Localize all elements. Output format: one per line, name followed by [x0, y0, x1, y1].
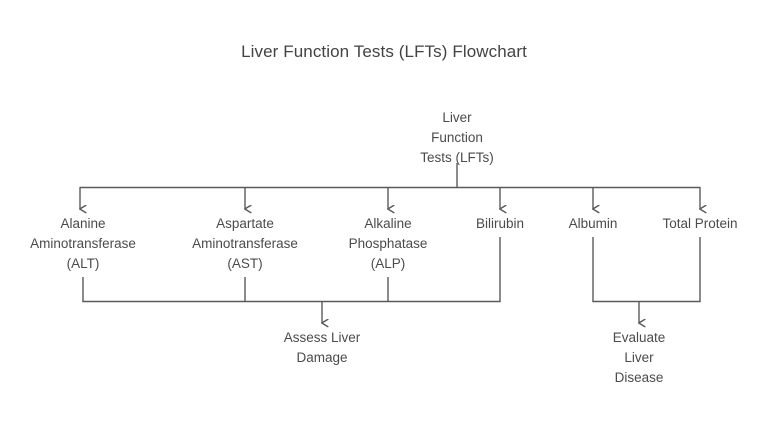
node-line: Phosphatase	[348, 236, 428, 251]
node-assess-liver-damage[interactable]: Assess Liver Damage	[242, 328, 402, 368]
node-line: Alkaline	[364, 216, 412, 231]
node-line: (ALP)	[370, 256, 406, 271]
node-alkaline-phosphatase[interactable]: Alkaline Phosphatase (ALP)	[318, 214, 458, 274]
node-liver-function-tests[interactable]: Liver Function Tests (LFTs)	[377, 108, 537, 168]
node-alanine-aminotransferase[interactable]: Alanine Aminotransferase (ALT)	[3, 214, 163, 274]
node-line: Function	[431, 130, 483, 145]
node-line: Alanine	[60, 216, 106, 231]
node-line: Aspartate	[216, 216, 274, 231]
node-line: Total Protein	[662, 216, 738, 231]
node-line: Evaluate	[612, 330, 666, 345]
node-line: (AST)	[227, 256, 263, 271]
node-line: Liver	[624, 350, 654, 365]
node-evaluate-liver-disease[interactable]: Evaluate Liver Disease	[569, 328, 709, 388]
node-bilirubin[interactable]: Bilirubin	[440, 214, 560, 234]
node-total-protein[interactable]: Total Protein	[633, 214, 767, 234]
node-line: Albumin	[568, 216, 618, 231]
node-line: Damage	[296, 350, 348, 365]
node-aspartate-aminotransferase[interactable]: Aspartate Aminotransferase (AST)	[165, 214, 325, 274]
node-albumin[interactable]: Albumin	[533, 214, 653, 234]
node-line: Aminotransferase	[192, 236, 298, 251]
page-title: Liver Function Tests (LFTs) Flowchart	[241, 42, 527, 61]
node-line: (ALT)	[66, 256, 100, 271]
node-line: Tests (LFTs)	[420, 150, 494, 165]
node-line: Assess Liver	[283, 330, 361, 345]
node-line: Disease	[614, 370, 664, 385]
node-line: Aminotransferase	[30, 236, 136, 251]
node-line: Liver	[442, 110, 472, 125]
node-line: Bilirubin	[475, 216, 525, 231]
